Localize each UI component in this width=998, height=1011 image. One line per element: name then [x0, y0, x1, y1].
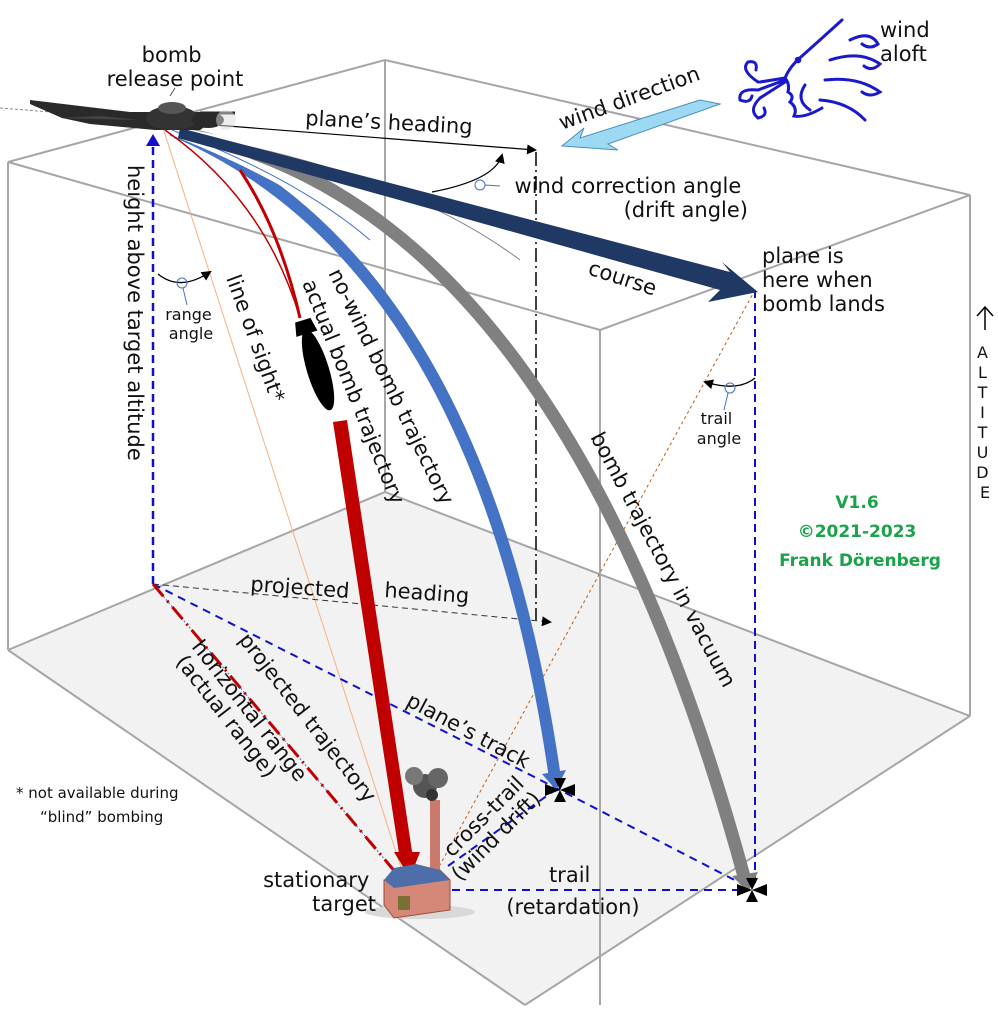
ground-plane [8, 492, 970, 1005]
stationary-target-label: stationary target [263, 868, 376, 916]
projected-heading-label-2: heading [384, 578, 470, 608]
projected-trajectory-line [151, 583, 404, 881]
course-arrow [178, 128, 758, 302]
no-wind-trajectory [169, 124, 561, 779]
projected-heading-line [152, 583, 552, 627]
trail-angle-arc [703, 377, 756, 390]
range-angle-label: range angle [165, 305, 217, 343]
impact-marker-no-wind [545, 778, 575, 802]
plane-when-bomb-lands-label: plane is here when bomb lands [762, 244, 885, 316]
wind-aloft-icon [738, 18, 883, 122]
wind-direction-arrow [560, 99, 722, 151]
planes-heading-line [214, 124, 537, 155]
height-above-target-label: height above target altitude [123, 165, 147, 461]
footnote-label: * not available during “blind” bombing [16, 784, 183, 826]
actual-bomb-trajectory [164, 129, 301, 319]
bomb-release-point-label: bomb release point [107, 43, 244, 91]
wind-aloft-label: wind aloft [880, 18, 936, 66]
range-angle-arc [157, 270, 212, 284]
factory-target-icon [365, 767, 475, 919]
wind-correction-angle-label: wind correction angle (drift angle) [515, 174, 748, 222]
altitude-axis-label: A L T I T U D E [976, 343, 993, 502]
airplane-icon [0, 87, 236, 130]
trail-angle-label: trail angle [697, 409, 741, 448]
altitude-box [7, 59, 971, 1006]
credit-block: V1.6 ©2021-2023 Frank Dörenberg [779, 493, 941, 571]
bomb-icon [295, 317, 335, 411]
trail-angle-line [439, 289, 756, 866]
cross-trail-line [447, 789, 556, 867]
actual-bomb-trajectory-shaft [333, 420, 413, 860]
wind-correction-arc [431, 153, 505, 193]
trail-label: trail (retardation) [506, 863, 639, 919]
line-of-sight-line [162, 127, 406, 881]
impact-marker-vacuum [737, 878, 767, 902]
line-of-sight-label: line of sight* [221, 272, 289, 406]
